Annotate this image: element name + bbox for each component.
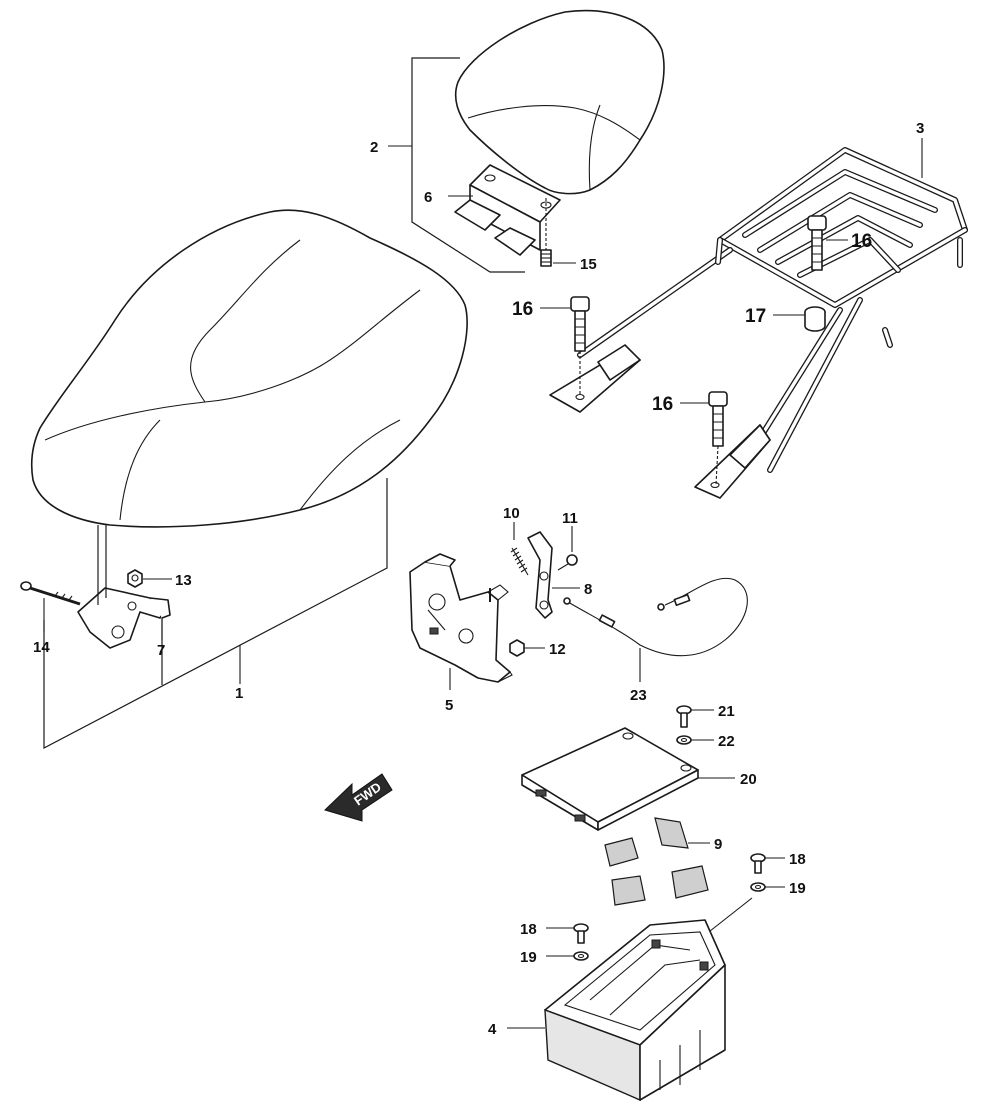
- screw-18-left: [573, 923, 589, 944]
- label-part-12: 12: [549, 641, 566, 658]
- bolt-16-lower: [708, 391, 728, 486]
- washer-19-left: [573, 951, 589, 961]
- bolt-16-left: [570, 296, 590, 395]
- washer-19-right: [750, 882, 766, 892]
- label-part-7: 7: [157, 642, 165, 659]
- assembly-frame-lines: [43, 57, 753, 1029]
- label-part-14: 14: [33, 639, 50, 656]
- label-part-19-right: 19: [789, 880, 806, 897]
- collar-17: [804, 306, 826, 332]
- washer-22: [676, 735, 692, 745]
- label-part-1: 1: [235, 685, 243, 702]
- pillion-bracket: [454, 164, 561, 256]
- label-part-22: 22: [718, 733, 735, 750]
- label-part-18-left: 18: [520, 921, 537, 938]
- label-part-16-left: 16: [512, 299, 533, 320]
- label-part-16-lower: 16: [652, 394, 673, 415]
- main-seat: [30, 209, 468, 528]
- screw-18-right: [750, 853, 766, 874]
- label-part-15: 15: [580, 256, 597, 273]
- label-part-13: 13: [175, 572, 192, 589]
- leader-lines: [43, 138, 923, 957]
- screw-15: [540, 249, 552, 267]
- seat-hinge: [77, 525, 171, 649]
- rear-carrier: [577, 147, 968, 473]
- label-part-23: 23: [630, 687, 647, 704]
- nut-13: [127, 569, 143, 588]
- lock-lever: [527, 531, 553, 619]
- foam-pads: [604, 817, 709, 906]
- seat-lock-cable: [563, 577, 748, 657]
- spring-10: [510, 547, 529, 576]
- forward-direction-arrow: FWD: [324, 773, 393, 822]
- label-part-6: 6: [424, 189, 432, 206]
- carrier-mount-plates: [549, 344, 771, 499]
- label-part-9: 9: [714, 836, 722, 853]
- seat-lock: [409, 553, 513, 683]
- part-labels: 2 6 15 3 16 16 17 16 13 14 7 1 10 11 8 1…: [33, 120, 924, 1038]
- label-part-21: 21: [718, 703, 735, 720]
- label-part-19-left: 19: [520, 949, 537, 966]
- battery-box: [544, 919, 726, 1102]
- screw-11: [557, 554, 578, 571]
- label-part-10: 10: [503, 505, 520, 522]
- nut-12: [509, 639, 525, 657]
- label-part-16-upper: 16: [851, 231, 872, 252]
- screw-21: [676, 705, 692, 728]
- label-part-17: 17: [745, 306, 766, 327]
- label-part-3: 3: [916, 120, 924, 137]
- label-part-8: 8: [584, 581, 592, 598]
- bolt-14: [20, 581, 81, 606]
- bolt-16-upper: [807, 215, 827, 271]
- label-part-20: 20: [740, 771, 757, 788]
- label-part-18-right: 18: [789, 851, 806, 868]
- label-part-11: 11: [562, 510, 578, 527]
- label-part-5: 5: [445, 697, 453, 714]
- label-part-4: 4: [488, 1021, 497, 1038]
- battery-cover: [521, 727, 699, 831]
- pillion-seat: [454, 9, 665, 195]
- label-part-2: 2: [370, 139, 378, 156]
